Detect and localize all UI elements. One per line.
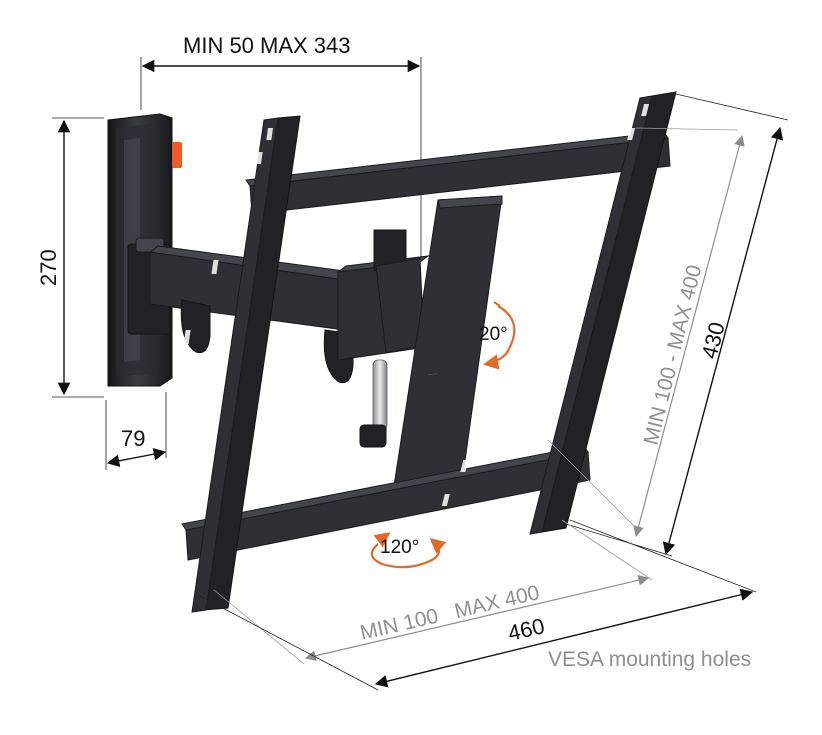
swivel-arrow-icon xyxy=(370,537,447,569)
wall-plate-depth-arrow xyxy=(106,447,167,468)
overall-width-label: 460 xyxy=(506,613,547,646)
extension-line-left xyxy=(199,595,379,691)
tilt-arrow-icon xyxy=(482,305,516,370)
wall-plate-depth-dimension: 79 xyxy=(105,392,167,470)
arm-extension-label: MIN 50 MAX 343 xyxy=(183,33,351,58)
overall-width-arrow xyxy=(374,588,754,688)
extension-line-bottom xyxy=(565,523,673,557)
extension-line-bottom xyxy=(547,439,641,533)
tilt-indicator: 20° xyxy=(479,301,516,370)
wall-plate-height-label: 270 xyxy=(36,249,61,286)
extension-line-top xyxy=(675,93,789,121)
wall-plate-height-dimension: 270 xyxy=(36,117,104,398)
swivel-indicator: 120° xyxy=(370,532,447,569)
brand-logo: ~~ xyxy=(427,369,439,380)
extension-line-right xyxy=(569,519,757,593)
vesa-caption: VESA mounting holes xyxy=(548,648,751,671)
overall-height-arrow xyxy=(662,126,784,556)
tilt-label: 20° xyxy=(479,324,508,345)
wall-plate-depth-label: 79 xyxy=(121,426,145,451)
overall-width-dimension: 460 xyxy=(199,519,757,691)
wall-plate-cap-icon xyxy=(172,142,182,168)
arm-extension-dimension: MIN 50 MAX 343 xyxy=(140,33,422,262)
overall-height-label: 430 xyxy=(697,320,730,362)
arm-piston xyxy=(372,359,388,431)
extension-line-right xyxy=(561,519,653,581)
swivel-label: 120° xyxy=(380,537,419,558)
